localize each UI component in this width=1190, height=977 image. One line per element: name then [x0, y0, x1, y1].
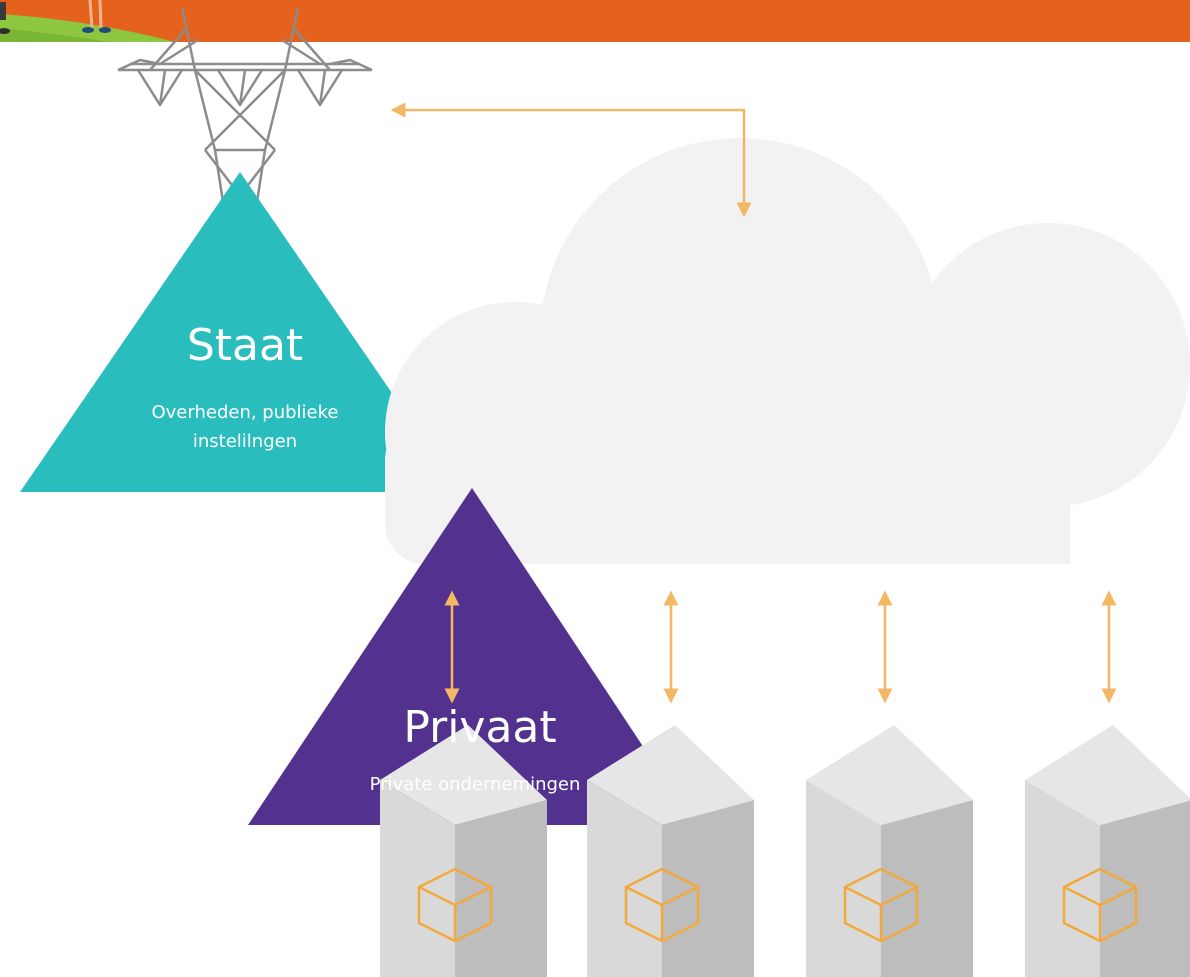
server-block-icon [806, 725, 973, 977]
server-blocks [380, 725, 1190, 977]
server-block-icon [380, 725, 547, 977]
privaat-triangle [248, 488, 695, 825]
privaat-title: Privaat [403, 702, 557, 753]
server-block-icon [1025, 725, 1190, 977]
staat-subtitle: Overheden, publieke instelilngen [110, 398, 380, 456]
staat-title: Staat [186, 320, 304, 371]
power-pylon-icon [117, 7, 373, 216]
staat-subtitle-line2: instelilngen [192, 431, 298, 452]
privaat-subtitle: Private ondernemingen [369, 774, 581, 795]
cube-icon [843, 867, 919, 943]
server-block-icon [587, 725, 754, 977]
connection-arrows [390, 102, 1117, 704]
staat-cloud-arrow [390, 102, 752, 218]
banner-illustration [0, 0, 175, 42]
cube-icon [1062, 867, 1138, 943]
top-banner [0, 0, 1190, 42]
cube-icon [624, 867, 700, 943]
cube-icon [417, 867, 493, 943]
cloud-icon [385, 138, 1190, 564]
staat-subtitle-line1: Overheden, publieke [151, 402, 339, 423]
staat-triangle [20, 172, 460, 492]
